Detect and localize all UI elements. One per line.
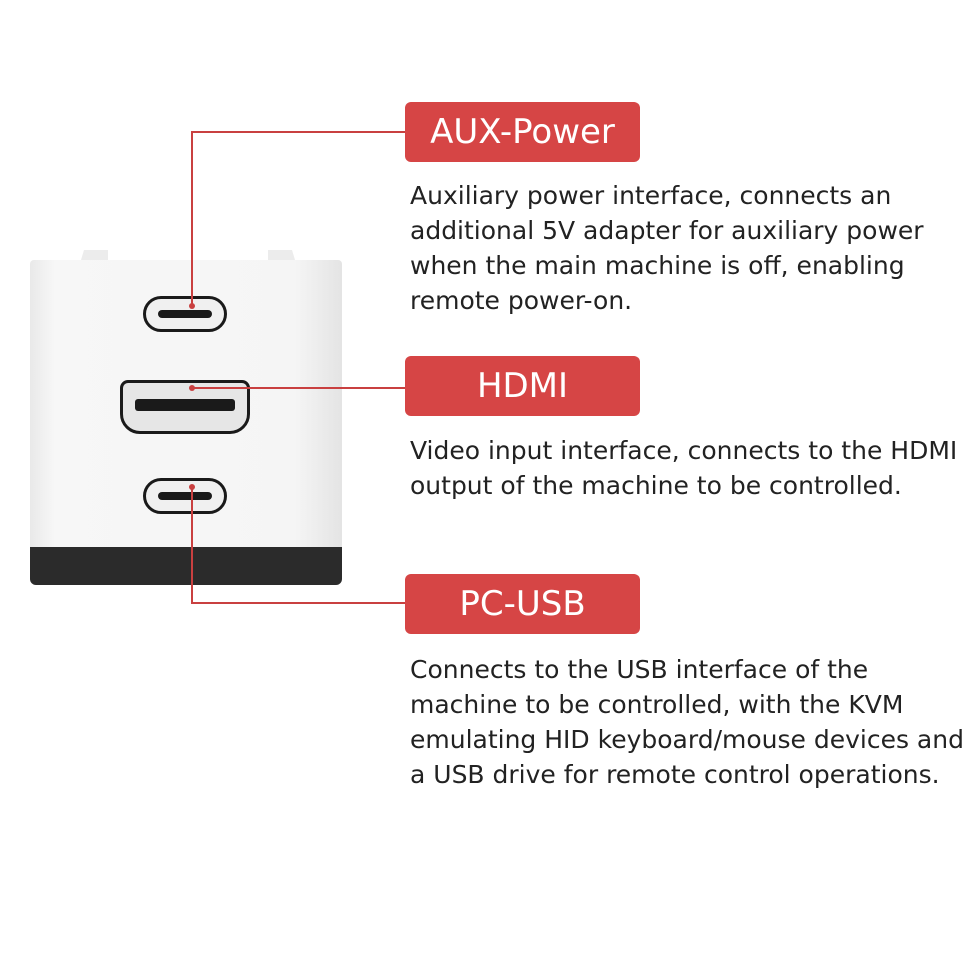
aux-power-leader-vertical — [191, 131, 193, 306]
hdmi-port — [120, 380, 250, 434]
aux-power-usbc-port — [143, 296, 227, 332]
hdmi-port-slot — [135, 399, 235, 411]
pc-usb-usbc-port — [143, 478, 227, 514]
hdmi-description: Video input interface, connects to the H… — [410, 436, 958, 500]
aux-power-title: AUX-Power — [430, 112, 615, 152]
hdmi-leader-dot — [189, 385, 195, 391]
pc-usb-description: Connects to the USB interface of the mac… — [410, 655, 964, 789]
pc-usb-tag: PC-USB — [405, 574, 640, 634]
hdmi-title: HDMI — [476, 366, 569, 406]
hdmi-tag: HDMI — [405, 356, 640, 416]
aux-power-leader-dot — [189, 303, 195, 309]
hdmi-leader-horizontal — [191, 387, 405, 389]
aux-power-description: Auxiliary power interface, connects an a… — [410, 181, 924, 315]
aux-power-port-slot — [158, 310, 212, 318]
pc-usb-leader-horizontal — [191, 602, 405, 604]
aux-power-leader-horizontal — [191, 131, 405, 133]
kvm-device — [30, 250, 342, 585]
pc-usb-port-slot — [158, 492, 212, 500]
pc-usb-leader-vertical — [191, 486, 193, 604]
pc-usb-leader-dot — [189, 484, 195, 490]
aux-power-tag: AUX-Power — [405, 102, 640, 162]
device-base — [30, 547, 342, 585]
device-body — [30, 260, 342, 555]
pc-usb-title: PC-USB — [459, 584, 586, 624]
